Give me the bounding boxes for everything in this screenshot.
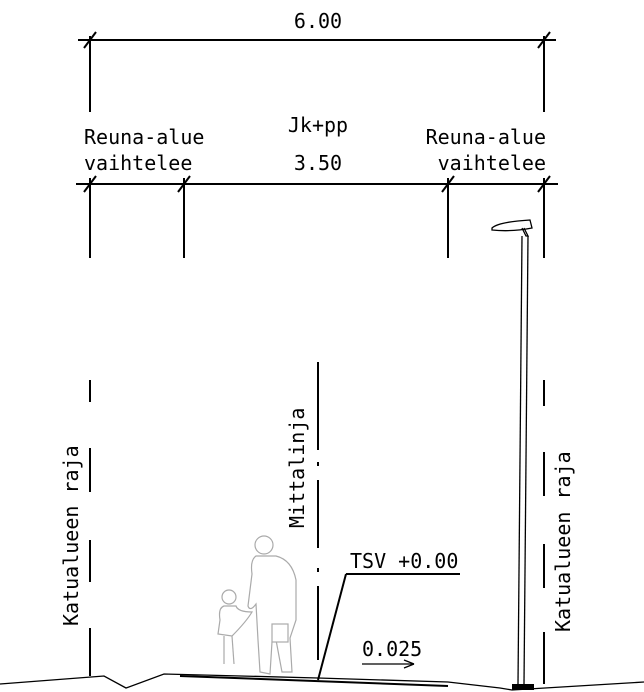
path-width-label: 3.50 xyxy=(294,151,342,175)
zone-dimension-chain xyxy=(76,175,558,258)
elevation-leader xyxy=(317,573,460,681)
measurement-line-label: Mittalinja xyxy=(285,408,309,528)
edge-zone-right-line2: vaihtelee xyxy=(438,151,546,175)
edge-zone-left-line2: vaihtelee xyxy=(84,151,192,175)
elevation-label: TSV +0.00 xyxy=(350,549,458,573)
path-type-label: Jk+pp xyxy=(288,113,348,137)
street-lamp-icon xyxy=(491,219,534,690)
ground-line xyxy=(0,673,644,691)
overall-dimension xyxy=(78,31,556,112)
cross-slope-label: 0.025 xyxy=(362,637,422,661)
street-boundary-right-label: Katualueen raja xyxy=(551,451,575,632)
slope-arrow-icon xyxy=(362,659,415,669)
edge-zone-right-line1: Reuna-alue xyxy=(426,125,546,149)
pedestrians-icon xyxy=(217,535,297,675)
street-boundary-left-label: Katualueen raja xyxy=(59,445,83,626)
edge-zone-left-line1: Reuna-alue xyxy=(84,125,204,149)
total-width-label: 6.00 xyxy=(294,9,342,33)
